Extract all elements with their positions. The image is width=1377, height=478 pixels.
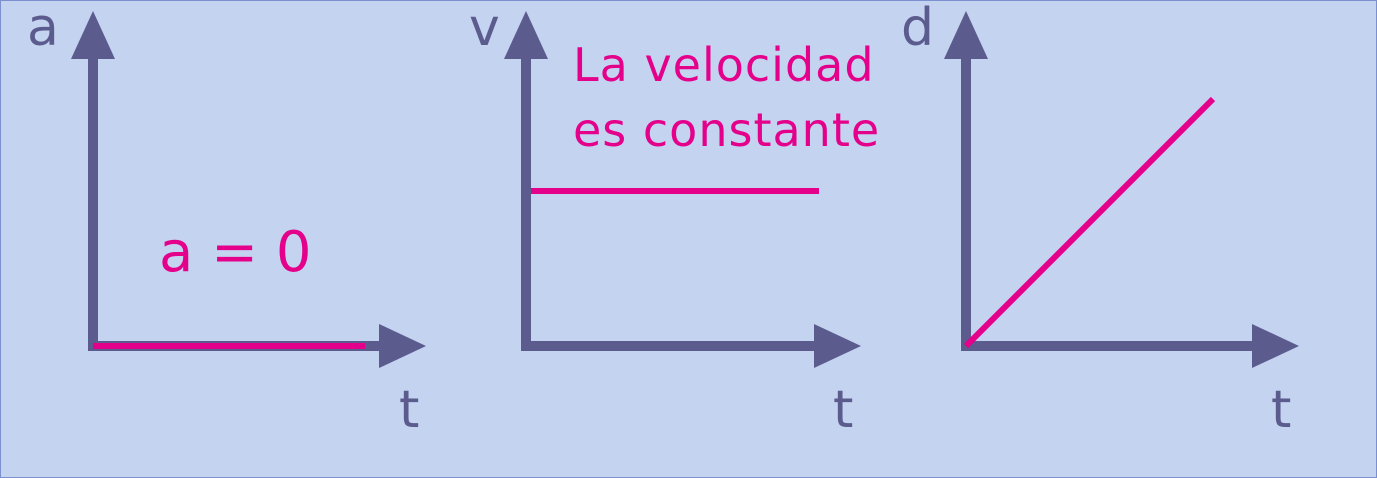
velocity-x-axis-arrow-icon	[814, 324, 861, 368]
velocity-graph: v t La velocidad es constante	[469, 1, 880, 440]
distance-linear-line	[963, 96, 1216, 349]
velocity-y-axis-arrow-icon	[504, 11, 548, 59]
velocity-annotation-line2: es constante	[573, 103, 880, 157]
acceleration-annotation: a = 0	[159, 220, 311, 285]
distance-graph: d t	[901, 1, 1299, 440]
distance-y-label: d	[901, 1, 934, 58]
acceleration-y-axis-arrow-icon	[71, 11, 115, 59]
acceleration-graph: a t a = 0	[27, 1, 426, 440]
acceleration-x-axis-arrow-icon	[379, 324, 426, 368]
velocity-x-label: t	[833, 380, 853, 440]
distance-x-label: t	[1271, 380, 1291, 440]
acceleration-x-label: t	[399, 380, 419, 440]
acceleration-y-label: a	[27, 1, 59, 58]
distance-x-axis-arrow-icon	[1252, 324, 1299, 368]
velocity-y-label: v	[469, 1, 500, 58]
distance-y-axis-arrow-icon	[944, 11, 988, 59]
velocity-annotation-line1: La velocidad	[573, 38, 875, 92]
